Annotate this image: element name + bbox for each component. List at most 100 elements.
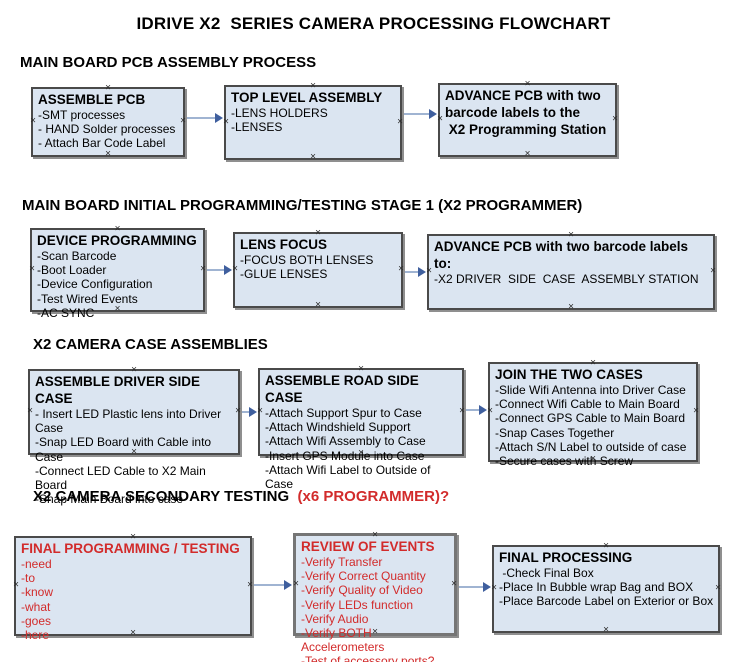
connector-handle-right: × [710,265,716,277]
connector-handle-right: × [235,405,241,417]
connector-handle-left: × [487,405,493,417]
box-item: -Test Wired Events [37,291,138,306]
connector-handle-right: × [612,113,618,125]
box-title: ASSEMBLE DRIVER SIDE CASE [35,374,204,406]
flow-arrow [459,582,491,592]
connector-handle-bottom: × [524,148,531,160]
box-title: FINAL PROCESSING [499,550,633,565]
connector-handle-left: × [27,405,33,417]
arrow-head-icon [479,405,487,415]
box-item: -Place In Bubble wrap Bag and BOX [499,580,694,595]
connector-handle-bottom: × [315,299,321,311]
connector-handle-left: × [437,113,443,125]
flow-box-lens-focus: LENS FOCUS -FOCUS BOTH LENSES -GLUE LENS… [232,228,404,311]
flow-box-assemble-road-side-case: ASSEMBLE ROAD SIDE CASE -Attach Support … [257,364,465,491]
box-item: -Attach Support Spur to Case [265,406,422,420]
box-title: TOP LEVEL ASSEMBLY [231,90,383,105]
box-item: -Connect GPS Cable to Main Board [495,411,686,426]
box-title: FINAL PROGRAMMING / TESTING [21,541,240,556]
connector-handle-right: × [459,405,465,417]
arrow-shaft [254,584,286,586]
arrow-head-icon [215,113,223,123]
arrow-head-icon [249,407,257,417]
section-heading-initial-programming: MAIN BOARD INITIAL PROGRAMMING/TESTING S… [22,197,583,214]
box-title: ASSEMBLE PCB [38,92,146,107]
flow-box-assemble-pcb: ASSEMBLE PCB -SMT processes - HAND Solde… [30,83,186,160]
box-item: -goes [21,613,52,628]
box-item: -Verify Quality of Video [301,583,423,598]
flow-arrow [187,113,223,123]
heading-red-part: (x6 PROGRAMMER)? [297,488,450,505]
box-title: REVIEW OF EVENTS [301,539,435,554]
connector-handle-right: × [715,582,721,594]
box-item: -LENSES [231,120,283,135]
arrow-shaft [242,411,251,413]
box-item: -Attach Wifi Label to Outside of Case [265,462,434,492]
box-item: -Snap LED Board with Cable into Case [35,435,215,464]
connector-handle-right: × [451,578,457,589]
flow-arrow [405,267,426,277]
box-item: -Scan Barcode [37,249,117,263]
box-item: -GLUE LENSES [240,267,328,282]
box-item: -Snap Cases Together [495,425,615,440]
box-item: -Slide Wifi Antenna into Driver Case [495,383,686,397]
arrow-head-icon [224,265,232,275]
box-item: -Check Final Box [499,566,594,580]
arrow-shaft [459,586,485,588]
box-item: -LENS HOLDERS [231,106,328,120]
box-title: DEVICE PROGRAMMING [37,233,197,248]
connector-handle-right: × [693,405,699,417]
box-item: -what [21,599,51,614]
box-title: ADVANCE PCB with two barcode labels to: [434,239,692,271]
flow-arrow [254,580,292,590]
arrow-shaft [466,409,481,411]
flow-box-assemble-driver-side-case: ASSEMBLE DRIVER SIDE CASE - Insert LED P… [27,365,241,506]
flow-box-advance-pcb-programming-station: ADVANCE PCB with two barcode labels to t… [437,79,618,160]
box-item: -to [21,571,36,586]
arrow-head-icon [284,580,292,590]
connector-handle-left: × [232,263,238,275]
box-title: JOIN THE TWO CASES [495,367,643,382]
box-item: - Attach Bar Code Label [38,136,166,151]
box-item: - Insert LED Plastic lens into Driver Ca… [35,407,225,436]
section-heading-pcb-assembly: MAIN BOARD PCB ASSEMBLY PROCESS [20,54,317,71]
section-heading-case-assemblies: X2 CAMERA CASE ASSEMBLIES [33,336,268,353]
box-item: -Place Barcode Label on Exterior or Box [499,594,714,609]
box-item: -Verify Audio [301,611,369,626]
arrow-head-icon [429,109,437,119]
arrow-shaft [405,271,420,273]
flow-box-review-of-events: REVIEW OF EVENTS -Verify Transfer -Verif… [293,530,457,662]
arrow-head-icon [483,582,491,592]
box-item: -here [21,628,50,643]
box-title: ADVANCE PCB with two barcode labels to t… [445,88,607,137]
page-title: IDRIVE X2 SERIES CAMERA PROCESSING FLOWC… [136,14,611,33]
box-item: -Test of accessory ports? [301,654,435,662]
arrow-shaft [187,117,217,119]
connector-handle-right: × [397,116,403,127]
box-item: -Connect Wifi Cable to Main Board [495,397,680,412]
flow-arrow [404,109,437,119]
box-item: -SMT processes [38,108,126,122]
box-item: -Verify LEDs function [301,597,414,612]
flow-arrow [242,407,257,417]
box-title: ASSEMBLE ROAD SIDE CASE [265,373,423,405]
box-item: -need [21,557,52,571]
box-title: LENS FOCUS [240,237,328,252]
box-item: -Boot Loader [37,263,107,278]
box-item: -AC SYNC [37,305,95,320]
connector-handle-right: × [180,115,186,127]
section-heading-secondary-testing: X2 CAMERA SECONDARY TESTING (x6 PROGRAMM… [33,488,449,505]
box-item: -Secure cases with Screw [495,454,634,469]
connector-handle-left: × [30,115,36,127]
arrow-shaft [207,269,226,271]
flow-box-final-processing: FINAL PROCESSING -Check Final Box -Place… [491,541,721,635]
heading-black-part: X2 CAMERA SECONDARY TESTING [33,488,298,505]
flow-box-device-programming: DEVICE PROGRAMMING -Scan Barcode -Boot L… [29,224,206,320]
box-item: -Verify Transfer [301,555,383,569]
flow-box-advance-pcb-driver-side: ADVANCE PCB with two barcode labels to: … [426,230,716,312]
connector-handle-left: × [29,263,35,275]
connector-handle-right: × [200,263,206,275]
box-item: -X2 DRIVER SIDE CASE ASSEMBLY STATION [434,272,699,286]
connector-handle-bottom: × [105,148,111,160]
